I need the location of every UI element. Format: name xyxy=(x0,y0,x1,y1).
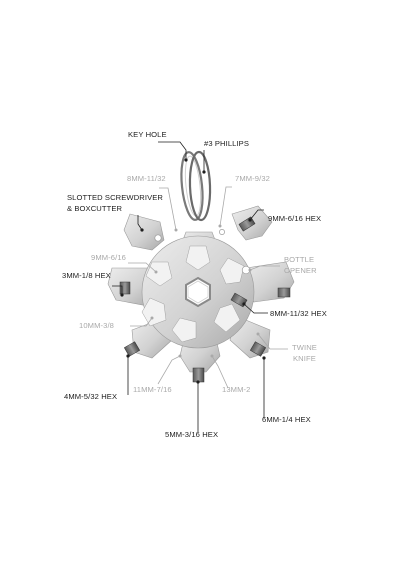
label-5mm-3-16-hex: 5MM-3/16 HEX xyxy=(165,430,218,439)
label-bottle-line1: BOTTLE xyxy=(284,255,314,264)
label-3mm-1-8-hex: 3MM-1/8 HEX xyxy=(62,271,111,280)
leader-lines xyxy=(112,141,288,432)
label-9mm-6-16: 9MM-6/16 xyxy=(91,253,126,262)
label-phillips: #3 PHILLIPS xyxy=(204,139,249,148)
snowflake-tool-body xyxy=(107,205,295,383)
labels: KEY HOLE #3 PHILLIPS 8MM-11/32 7MM-9/32 … xyxy=(62,130,327,439)
label-twine-line1: TWINE xyxy=(292,343,317,352)
label-bottle-line2: OPENER xyxy=(284,266,317,275)
label-9mm-6-16-hex: 9MM-6/16 HEX xyxy=(268,214,321,223)
label-10mm-3-8: 10MM-3/8 xyxy=(79,321,114,330)
label-7mm-9-32: 7MM-9/32 xyxy=(235,174,270,183)
label-slotted-line1: SLOTTED SCREWDRIVER xyxy=(67,193,163,202)
key-ring-icon xyxy=(180,150,212,222)
label-13mm-2: 13MM-2 xyxy=(222,385,250,394)
label-4mm-5-32-hex: 4MM-5/32 HEX xyxy=(64,392,117,401)
label-key-hole: KEY HOLE xyxy=(128,130,167,139)
label-8mm-11-32-hex: 8MM-11/32 HEX xyxy=(270,309,327,318)
label-11mm-7-16: 11MM-7/16 xyxy=(133,385,172,394)
label-slotted-line2: & BOXCUTTER xyxy=(67,204,123,213)
label-twine-line2: KNIFE xyxy=(293,354,316,363)
hex-hole-icon xyxy=(185,276,211,308)
label-6mm-1-4-hex: 6MM-1/4 HEX xyxy=(262,415,311,424)
label-8mm-11-32-top: 8MM-11/32 xyxy=(127,174,166,183)
